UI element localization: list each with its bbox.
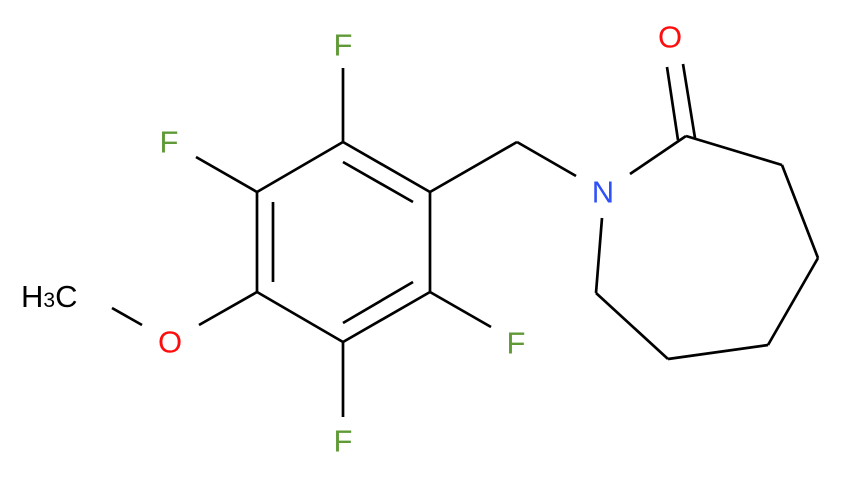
methoxy-oxygen-label: O bbox=[158, 325, 182, 360]
bond bbox=[766, 257, 820, 346]
bond bbox=[256, 140, 344, 194]
bond bbox=[594, 217, 604, 294]
double-bond-inner bbox=[342, 160, 414, 204]
bond-c-o bbox=[198, 290, 258, 327]
bond-c-ch2 bbox=[429, 140, 518, 194]
methyl-subscript: 3 bbox=[43, 289, 55, 312]
azepanone-ring bbox=[594, 63, 820, 361]
substituent-bonds bbox=[111, 68, 577, 417]
bond bbox=[780, 164, 820, 259]
methyl-label: H3C bbox=[21, 279, 77, 314]
fluorine-bottom-label: F bbox=[334, 424, 353, 459]
methyl-c: C bbox=[55, 279, 77, 314]
fluorine-right-label: F bbox=[507, 326, 526, 361]
double-bond-inner bbox=[342, 280, 414, 325]
bond bbox=[342, 290, 431, 344]
carbonyl-oxygen-label: O bbox=[658, 20, 682, 55]
bond bbox=[256, 290, 344, 344]
carbonyl-double-bond bbox=[665, 66, 680, 141]
atom-labels: F F F F O N O H3C bbox=[21, 20, 682, 459]
bond-c-f-right bbox=[429, 290, 492, 329]
fluorine-left-label: F bbox=[160, 125, 179, 160]
benzene-ring bbox=[255, 140, 432, 344]
bond-ch2-n bbox=[516, 140, 577, 178]
bond-o-ch3 bbox=[111, 306, 143, 327]
carbonyl-double-bond bbox=[681, 63, 697, 139]
nitrogen-label: N bbox=[592, 175, 614, 210]
fluorine-top-label: F bbox=[334, 28, 353, 63]
bond bbox=[629, 134, 687, 176]
bond bbox=[342, 140, 431, 194]
bond bbox=[595, 292, 669, 360]
bond bbox=[685, 134, 783, 167]
methyl-h: H bbox=[21, 279, 43, 314]
bond bbox=[667, 343, 769, 361]
bond-c-f-left bbox=[195, 155, 258, 194]
